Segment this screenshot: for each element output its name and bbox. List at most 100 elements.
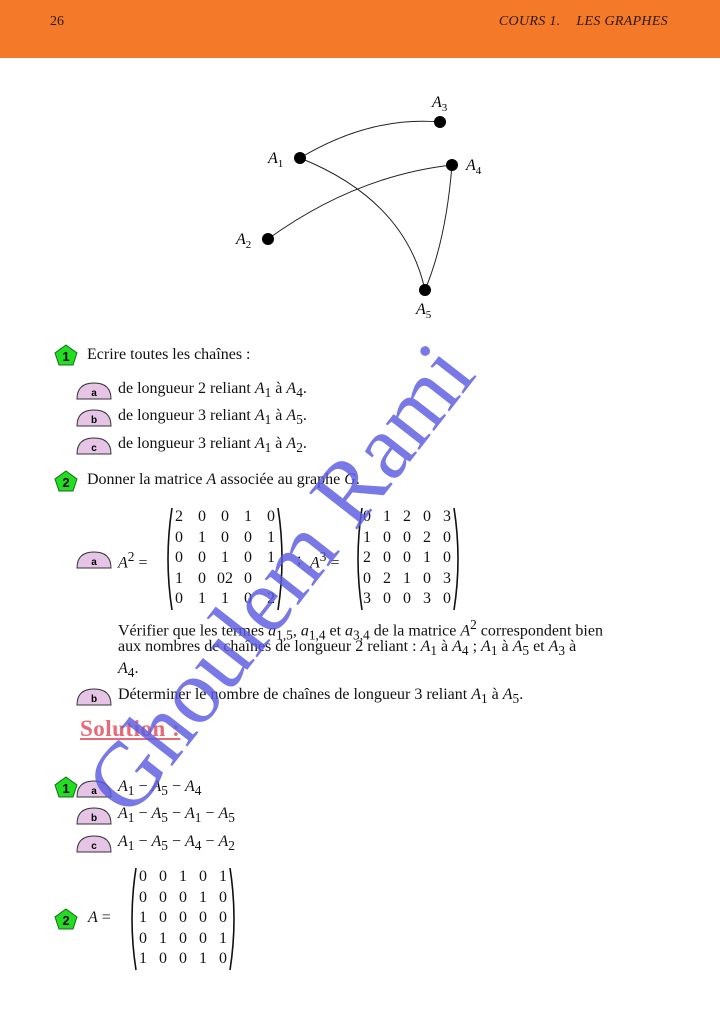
- chain-vertex-index: 1: [194, 810, 202, 826]
- matrix-a-cell: 1: [199, 950, 207, 967]
- edge-a1-a3: [299, 120, 441, 159]
- matrix-a3-lhs: A3 =: [310, 549, 340, 572]
- graph-figure: A1 A2 A3 A4 A5: [235, 94, 482, 321]
- matrix-a-cell: 0: [199, 909, 207, 926]
- chain-vertex: A: [184, 805, 195, 822]
- chain-vertex-index: 5: [228, 810, 235, 826]
- svg-text:b: b: [91, 813, 97, 824]
- solution-1b-badge: b: [76, 807, 112, 825]
- page-number: 26: [50, 14, 64, 29]
- matrix-a-cell: 0: [219, 888, 227, 906]
- matrix-a2-cell: 2: [267, 590, 275, 607]
- matrix-a-cell: 0: [139, 888, 147, 906]
- svg-text:c: c: [91, 443, 97, 454]
- matrix-a3-cell: 0: [443, 590, 451, 607]
- q1-item-b-badge: b: [76, 409, 112, 427]
- matrix-a2-cell: 2: [175, 508, 183, 525]
- matrix-a2-lhs: A2 =: [118, 549, 148, 572]
- chain-vertex-index: 1: [127, 810, 135, 826]
- matrix-a2-cell: 1: [221, 590, 229, 607]
- matrix-a-cell: 1: [219, 868, 227, 885]
- matrix-a2-cell: 0: [244, 590, 252, 607]
- chain-dash: −: [134, 833, 152, 850]
- matrix-a3-cell: 0: [403, 549, 411, 566]
- matrix-a-cell: 0: [159, 888, 167, 906]
- matrix-a2-cell: 0: [244, 549, 252, 566]
- vertex-label-a2: A2: [235, 231, 251, 251]
- chain-vertex: A: [218, 833, 229, 850]
- matrix-a3-cell: 1: [403, 569, 411, 587]
- q1-item-a-badge: a: [76, 382, 112, 400]
- matrix-a3-cell: 0: [383, 590, 391, 607]
- question-2-text: Donner la matrice A associée au graphe G…: [87, 471, 360, 488]
- matrix-a-cell: 0: [219, 909, 227, 926]
- page-header: 26 COURS 1.LES GRAPHES: [0, 0, 720, 58]
- matrix-a-cell: 1: [159, 929, 167, 947]
- matrix-sep: ;: [297, 551, 302, 568]
- matrix-a3-cell: 2: [403, 508, 411, 525]
- verify-line-2: aux nombres de chaînes de longueur 2 rel…: [118, 638, 577, 659]
- svg-text:b: b: [91, 415, 97, 426]
- matrix-a3-cell: 0: [423, 569, 431, 587]
- matrix-a-cell: 0: [179, 950, 187, 967]
- matrix-a-cell: 0: [199, 929, 207, 947]
- matrix-a3-left-paren: [357, 507, 363, 611]
- q1-item-a-text: de longueur 2 reliant A1 à A4.: [118, 380, 307, 401]
- matrix-a2-cell: 0: [244, 569, 252, 587]
- matrix-a-cell: 0: [159, 868, 167, 885]
- solution-1b-chain: A1 − A5 − A1 − A5: [118, 803, 235, 829]
- vertex-a3: [434, 116, 446, 128]
- verify-line-1: Vérifier que les termes a1,5, a1,4 et a3…: [118, 617, 603, 643]
- matrix-a2-right-paren: [277, 507, 283, 611]
- edge-a1-a5: [299, 157, 426, 291]
- matrix-a3-cell: 1: [383, 508, 391, 525]
- solution-2-lhs: A =: [88, 909, 111, 926]
- chain-vertex-index: 5: [161, 783, 168, 799]
- solution-1a-chain: A1 − A5 − A4: [118, 776, 201, 802]
- matrix-a-cell: 1: [179, 868, 187, 885]
- matrix-a2-cell: 1: [198, 528, 206, 546]
- matrix-a2-cell: 0: [175, 528, 183, 546]
- matrix-a3-cell: 3: [443, 569, 451, 587]
- matrix-a3-cell: 1: [363, 528, 371, 546]
- solution-1-badge: 1: [54, 776, 78, 798]
- matrix-a2-left-paren: [167, 507, 173, 611]
- question-1-badge: 1: [54, 344, 78, 366]
- matrix-a-cell: 1: [139, 909, 147, 926]
- matrix-a3-cell: 0: [443, 528, 451, 546]
- matrix-a-cell: 1: [199, 888, 207, 906]
- chain-vertex: A: [151, 778, 162, 795]
- matrix-a-cell: 0: [199, 868, 207, 885]
- matrix-a2-cell: 0: [221, 508, 229, 525]
- chapter-heading: COURS 1.LES GRAPHES: [499, 14, 668, 30]
- q1-item-c-text: de longueur 3 reliant A1 à A2.: [118, 435, 307, 456]
- chain-vertex: A: [151, 833, 162, 850]
- solution-1c-badge: c: [76, 835, 112, 853]
- question-2-badge: 2: [54, 470, 78, 492]
- chain-vertex: A: [118, 805, 128, 822]
- matrix-a3-cell: 0: [363, 569, 371, 587]
- edge-a4-a5: [424, 164, 453, 291]
- svg-text:a: a: [91, 388, 97, 399]
- matrix-a3-cell: 3: [363, 590, 371, 607]
- matrix-a2-cell: 02: [217, 569, 233, 587]
- q2-item-b-badge: b: [76, 688, 112, 706]
- chain-vertex: A: [118, 833, 128, 850]
- chapter-title: LES GRAPHES: [576, 14, 668, 29]
- edge-a2-a4: [267, 164, 453, 240]
- matrix-a-cell: 1: [219, 929, 227, 947]
- solution-2-badge: 2: [54, 908, 78, 930]
- chain-dash: −: [201, 805, 219, 822]
- svg-text:c: c: [91, 841, 97, 852]
- q1-item-c-badge: c: [76, 437, 112, 455]
- vertex-a4: [446, 159, 458, 171]
- matrix-a3-cell: 2: [383, 569, 391, 587]
- chain-vertex-index: 1: [127, 838, 135, 854]
- chain-vertex-index: 5: [161, 810, 168, 826]
- chain-vertex: A: [184, 833, 195, 850]
- matrix-a2-cell: 1: [267, 528, 275, 546]
- matrix-a-right-paren: [229, 867, 235, 971]
